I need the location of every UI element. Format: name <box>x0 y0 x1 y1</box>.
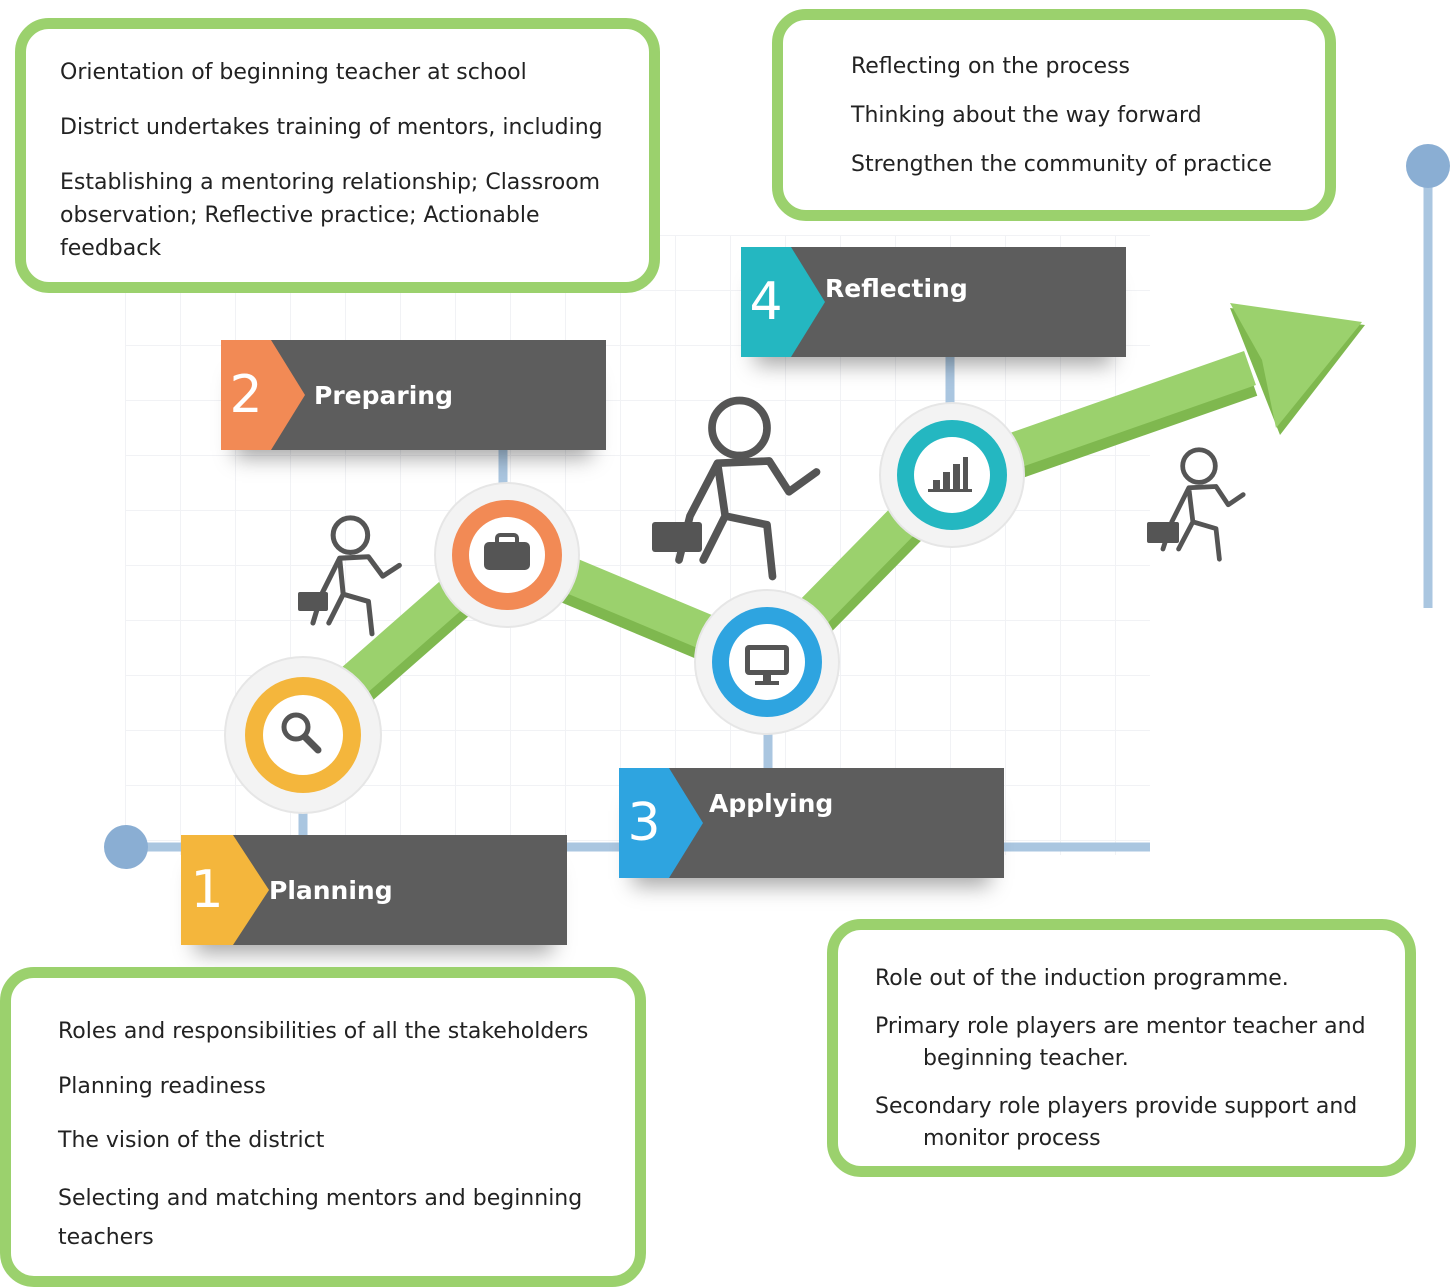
note-item: Establishing a mentoring relationship; C… <box>60 170 601 261</box>
step-bar-applying: 3 Applying <box>619 768 1004 878</box>
magnifier-icon <box>281 712 322 754</box>
note-item: beginning teacher. <box>923 1046 1129 1071</box>
step-label: Applying <box>709 788 834 818</box>
walking-person-icon <box>1160 447 1246 562</box>
axis-top-dot <box>1406 144 1450 188</box>
step-number: 1 <box>190 860 224 920</box>
applying-notes-box: Role out of the induction programme. Pri… <box>827 919 1416 1177</box>
note-item: Role out of the induction programme. <box>875 966 1289 991</box>
step-number: 4 <box>749 272 783 332</box>
step-bar-reflecting: 4 Reflecting <box>741 247 1126 357</box>
briefcase-icon <box>484 533 530 570</box>
monitor-icon <box>745 645 789 685</box>
milestone-applying <box>694 589 840 735</box>
planning-notes-box: Roles and responsibilities of all the st… <box>0 967 646 1287</box>
step-number-badge: 3 <box>619 768 703 878</box>
reflecting-notes-box: Reflecting on the process Thinking about… <box>772 9 1336 221</box>
note-item: Strengthen the community of practice <box>851 152 1272 177</box>
step-label: Planning <box>269 875 393 905</box>
step-label: Reflecting <box>825 273 968 303</box>
note-item: Selecting and matching mentors and begin… <box>58 1186 583 1250</box>
note-item: Planning readiness <box>58 1074 266 1099</box>
step-number-badge: 2 <box>221 340 305 450</box>
note-item: The vision of the district <box>58 1128 325 1153</box>
milestone-planning <box>224 656 382 814</box>
milestone-reflecting <box>879 402 1025 548</box>
step-number: 2 <box>229 365 263 425</box>
step-number: 3 <box>627 793 661 853</box>
axis-start-dot <box>104 825 148 869</box>
note-item: Primary role players are mentor teacher … <box>875 1014 1366 1039</box>
note-item: Roles and responsibilities of all the st… <box>58 1019 589 1044</box>
briefcase-icon <box>298 522 1179 611</box>
note-item: monitor process <box>923 1126 1101 1151</box>
step-label: Preparing <box>314 380 453 410</box>
note-item: District undertakes training of mentors,… <box>60 115 603 140</box>
step-number-badge: 4 <box>741 247 825 357</box>
note-item: Reflecting on the process <box>851 54 1130 79</box>
step-bar-preparing: 2 Preparing <box>221 340 606 450</box>
walking-person-icon <box>310 515 402 637</box>
walking-person-icon <box>675 396 821 581</box>
milestone-preparing <box>434 482 580 628</box>
note-item: Orientation of beginning teacher at scho… <box>60 60 527 85</box>
step-number-badge: 1 <box>181 835 269 945</box>
step-bar-planning: 1 Planning <box>181 835 567 945</box>
preparing-notes-box: Orientation of beginning teacher at scho… <box>15 18 660 293</box>
note-item: Thinking about the way forward <box>851 103 1202 128</box>
note-item: Secondary role players provide support a… <box>875 1094 1358 1119</box>
bar-chart-icon <box>928 457 972 492</box>
